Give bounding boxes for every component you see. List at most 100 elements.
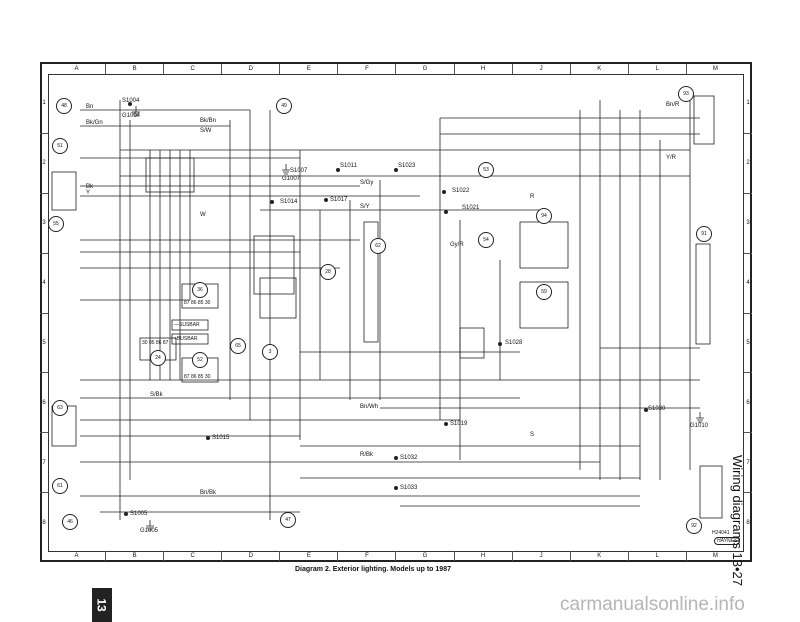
busbar-label: +BUSBAR <box>174 336 198 342</box>
component-49: 49 <box>276 98 292 114</box>
component-3: 3 <box>262 344 278 360</box>
relay-pin-labels: 87 86 85 30 <box>184 374 211 380</box>
wire-code: R/Bk <box>360 452 374 458</box>
grid-row-label: 7 <box>744 432 752 492</box>
grid-row-label: 3 <box>40 192 48 253</box>
component-65: 65 <box>230 338 246 354</box>
grid-col-label: M <box>685 64 744 74</box>
row-ruler-right: 1 2 3 4 5 6 7 8 <box>744 74 752 552</box>
wire-code: Bn/Wh <box>360 404 379 410</box>
ground-label: G1007 <box>282 176 301 182</box>
component-36: 36 <box>192 282 208 298</box>
diagram-outer-frame <box>40 62 752 562</box>
wire-code: Bn/R <box>666 102 680 108</box>
component-46: 46 <box>62 514 78 530</box>
component-93: 93 <box>678 86 694 102</box>
wire-code: W <box>200 212 206 218</box>
wire-code: S/Bk <box>150 392 163 398</box>
component-59: 59 <box>536 284 552 300</box>
component-54: 54 <box>478 232 494 248</box>
component-55: 55 <box>48 216 64 232</box>
grid-col-label: E <box>279 551 337 561</box>
grid-col-label: A <box>74 553 79 559</box>
splice-label: S1011 <box>340 163 357 169</box>
wire-code: R <box>530 194 535 200</box>
grid-row-label: 8 <box>40 492 48 552</box>
component-63: 63 <box>52 400 68 416</box>
ground-label: G1005 <box>140 528 159 534</box>
wire-code: S/Y <box>360 204 370 210</box>
component-24: 24 <box>150 350 166 366</box>
grid-col-label: K <box>569 551 628 561</box>
wire-code: Y/R <box>666 155 677 161</box>
wire-code: S <box>530 432 535 438</box>
busbar-label: —SUSBAR <box>174 322 200 328</box>
splice-label: S1023 <box>398 163 416 169</box>
row-ruler-left: 1 2 3 4 5 6 7 8 <box>40 74 48 552</box>
publisher-logo: HAYNES <box>714 537 741 545</box>
splice-label: S1021 <box>462 205 480 211</box>
chapter-tab: 13 <box>92 588 112 622</box>
grid-col-label: M <box>685 551 744 561</box>
grid-col-label: L <box>627 64 686 74</box>
relay-pin-labels: 87 86 85 30 <box>184 300 211 306</box>
wire-code: Bn <box>86 104 94 110</box>
relay-pin-labels: 30 85 86 87 <box>142 340 169 346</box>
grid-col-label: B <box>105 551 163 561</box>
grid-col-label: F <box>337 551 395 561</box>
grid-col-label: C <box>163 551 221 561</box>
wire-code: S/Gy <box>360 180 374 186</box>
column-ruler-top: A B C D E F G H J K L M <box>48 64 744 74</box>
grid-col-label: E <box>279 64 337 74</box>
grid-col-label: J <box>511 64 570 74</box>
component-48: 48 <box>56 98 72 114</box>
grid-row-label: 5 <box>40 312 48 373</box>
grid-col-label: D <box>221 551 279 561</box>
splice-label: S1028 <box>505 340 523 346</box>
splice-label: S1030 <box>648 406 666 412</box>
grid-row-label: 2 <box>744 132 752 193</box>
splice-label: S1032 <box>400 455 418 461</box>
grid-row-label: 2 <box>40 132 48 193</box>
component-94: 94 <box>536 208 552 224</box>
wire-code: Bk/Bn <box>200 118 217 124</box>
ground-label: G1004 <box>122 113 141 119</box>
grid-col-label: A <box>74 66 79 72</box>
watermark: carmanualsonline.info <box>560 594 745 615</box>
splice-label: S1017 <box>330 197 348 203</box>
component-47: 47 <box>280 512 296 528</box>
grid-col-label: J <box>511 551 570 561</box>
splice-label: S1019 <box>450 421 468 427</box>
component-53: 53 <box>478 162 494 178</box>
grid-row-label: 6 <box>40 372 48 432</box>
wire-code: Bk/Gn <box>86 120 103 126</box>
component-91: 91 <box>696 226 712 242</box>
wire-code: Bn/Bk <box>200 490 217 496</box>
wire-code: Gy/R <box>450 242 464 248</box>
grid-col-label: K <box>569 64 628 74</box>
component-61: 61 <box>52 478 68 494</box>
grid-row-label: 5 <box>744 312 752 373</box>
diagram-caption: Diagram 2. Exterior lighting. Models up … <box>295 566 451 573</box>
component-28: 28 <box>320 264 336 280</box>
grid-row-label: 6 <box>744 372 752 432</box>
grid-row-label: 7 <box>40 432 48 492</box>
grid-col-label: H <box>453 64 512 74</box>
component-51: 51 <box>52 138 68 154</box>
splice-label: S1004 <box>122 98 140 104</box>
splice-label: S1015 <box>212 435 230 441</box>
wire-code: Y <box>86 190 91 196</box>
drawing-reference: H24041 <box>712 530 730 536</box>
grid-col-label: D <box>221 64 279 74</box>
splice-label: S1014 <box>280 199 298 205</box>
splice-label: S1005 <box>130 511 148 517</box>
grid-col-label: G <box>395 551 453 561</box>
grid-col-label: B <box>105 64 163 74</box>
grid-col-label: H <box>453 551 512 561</box>
column-ruler-bottom: A B C D E F G H J K L M <box>48 551 744 561</box>
grid-col-label: C <box>163 64 221 74</box>
splice-label: S1022 <box>452 188 470 194</box>
grid-col-label: G <box>395 64 453 74</box>
grid-row-label: 1 <box>42 100 46 107</box>
